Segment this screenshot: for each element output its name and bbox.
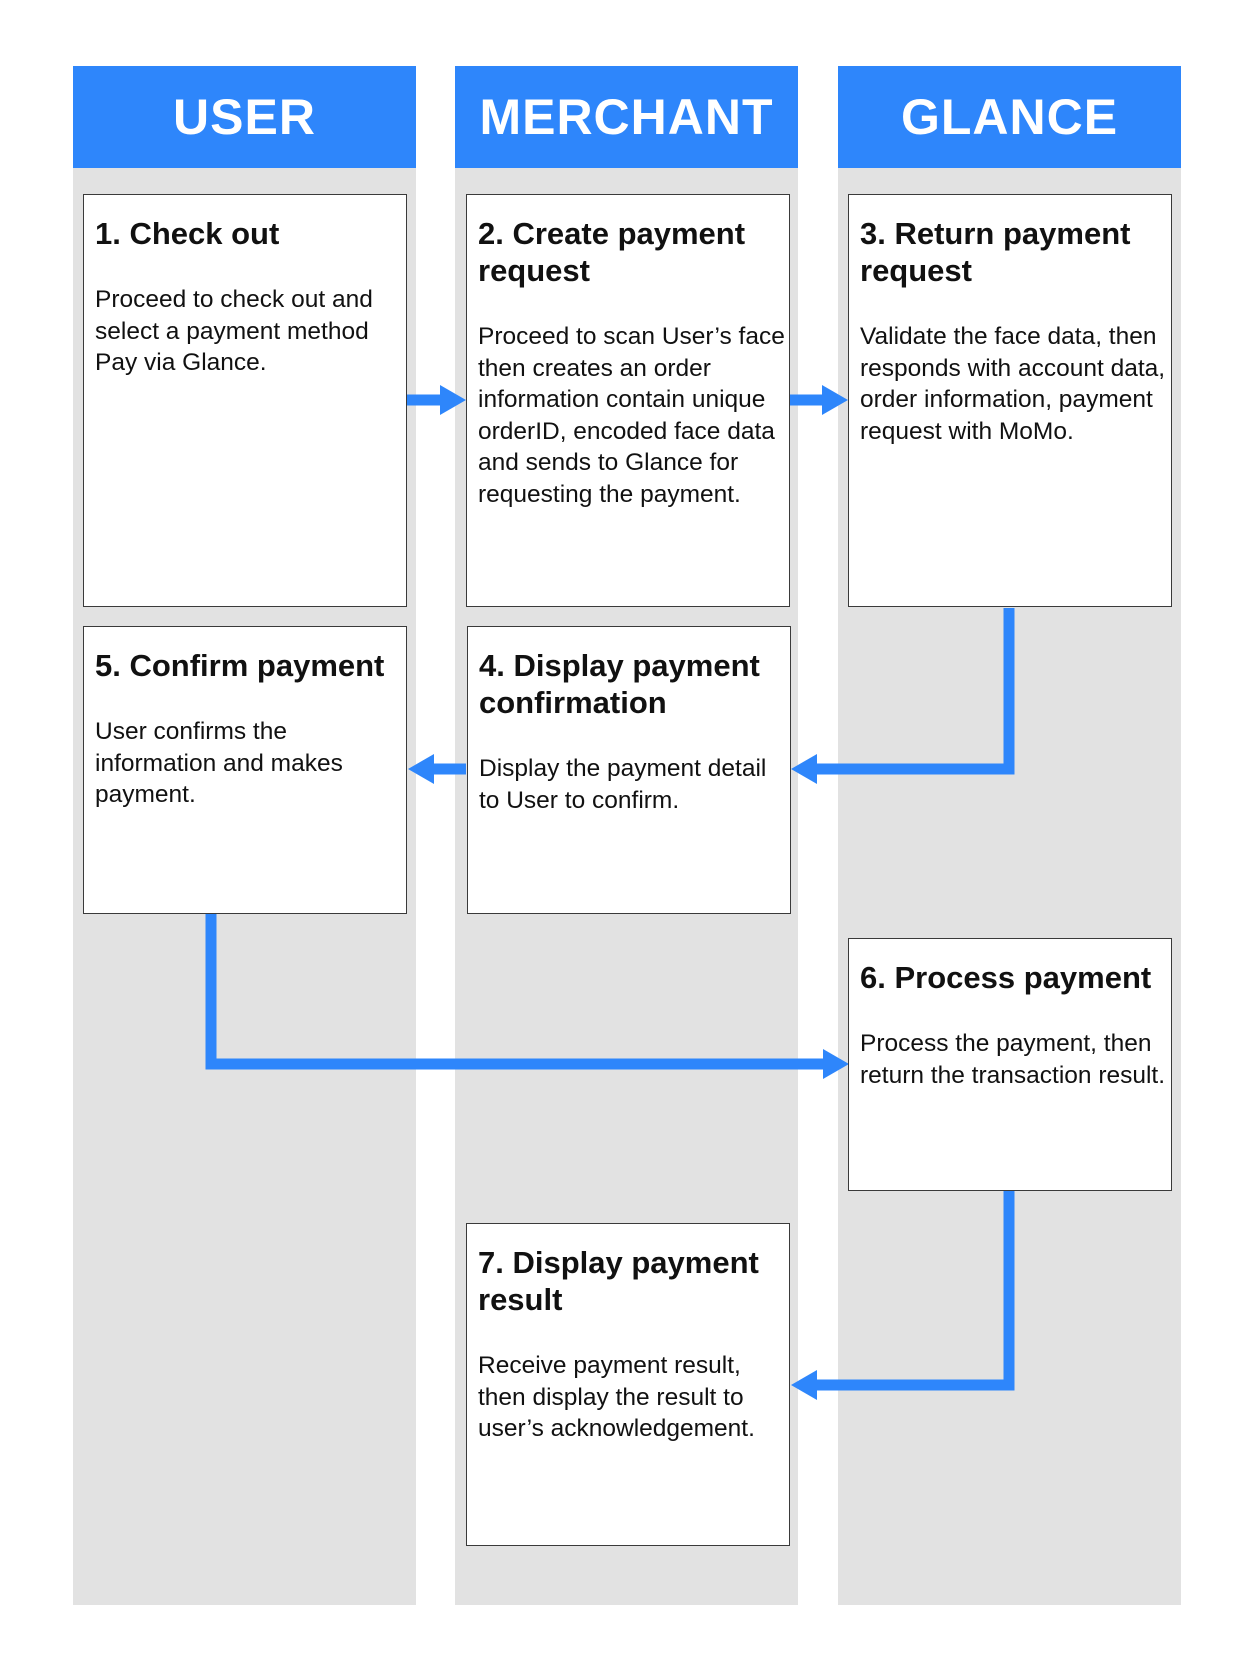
arrowhead-6-to-7 [791, 1370, 817, 1400]
step-card-2: 2. Create payment request Proceed to sca… [466, 194, 790, 607]
lane-header-merchant: MERCHANT [455, 66, 798, 168]
step-title: 6. Process payment [860, 960, 1152, 995]
arrowhead-3-to-4 [791, 754, 817, 784]
step-card-4: 4. Display payment confirmation Display … [467, 626, 791, 914]
step-description: Proceed to check out and select a paymen… [95, 286, 373, 376]
step-title: 3. Return payment request [860, 216, 1131, 288]
step-description: User confirms the information and makes … [95, 718, 343, 808]
arrowhead-4-to-5 [408, 754, 434, 784]
step-card-7: 7. Display payment result Receive paymen… [466, 1223, 790, 1546]
step-card-1: 1. Check out Proceed to check out and se… [83, 194, 407, 607]
step-description: Process the payment, then return the tra… [860, 1030, 1166, 1089]
step-title: 2. Create payment request [478, 216, 746, 288]
step-description: Proceed to scan User’s face then creates… [478, 323, 785, 508]
arrow-5-to-6 [205, 914, 823, 1070]
step-card-3: 3. Return payment request Validate the f… [848, 194, 1172, 607]
step-description: Validate the face data, then responds wi… [860, 323, 1166, 445]
step-card-6: 6. Process payment Process the payment, … [848, 938, 1172, 1191]
step-title: 1. Check out [95, 216, 280, 251]
step-description: Receive payment result, then display the… [478, 1352, 755, 1442]
lane-header-glance: GLANCE [838, 66, 1181, 168]
step-title: 4. Display payment confirmation [479, 648, 760, 720]
step-title: 5. Confirm payment [95, 648, 385, 683]
arrowhead-2-to-3 [822, 385, 848, 415]
step-title: 7. Display payment result [478, 1245, 759, 1317]
arrowhead-5-to-6 [823, 1049, 849, 1079]
arrowhead-1-to-2 [440, 385, 466, 415]
step-card-5: 5. Confirm payment User confirms the inf… [83, 626, 407, 914]
arrow-6-to-7 [816, 1191, 1015, 1391]
arrow-3-to-4 [816, 608, 1015, 775]
step-description: Display the payment detail to User to co… [479, 755, 767, 814]
lane-header-user: USER [73, 66, 416, 168]
